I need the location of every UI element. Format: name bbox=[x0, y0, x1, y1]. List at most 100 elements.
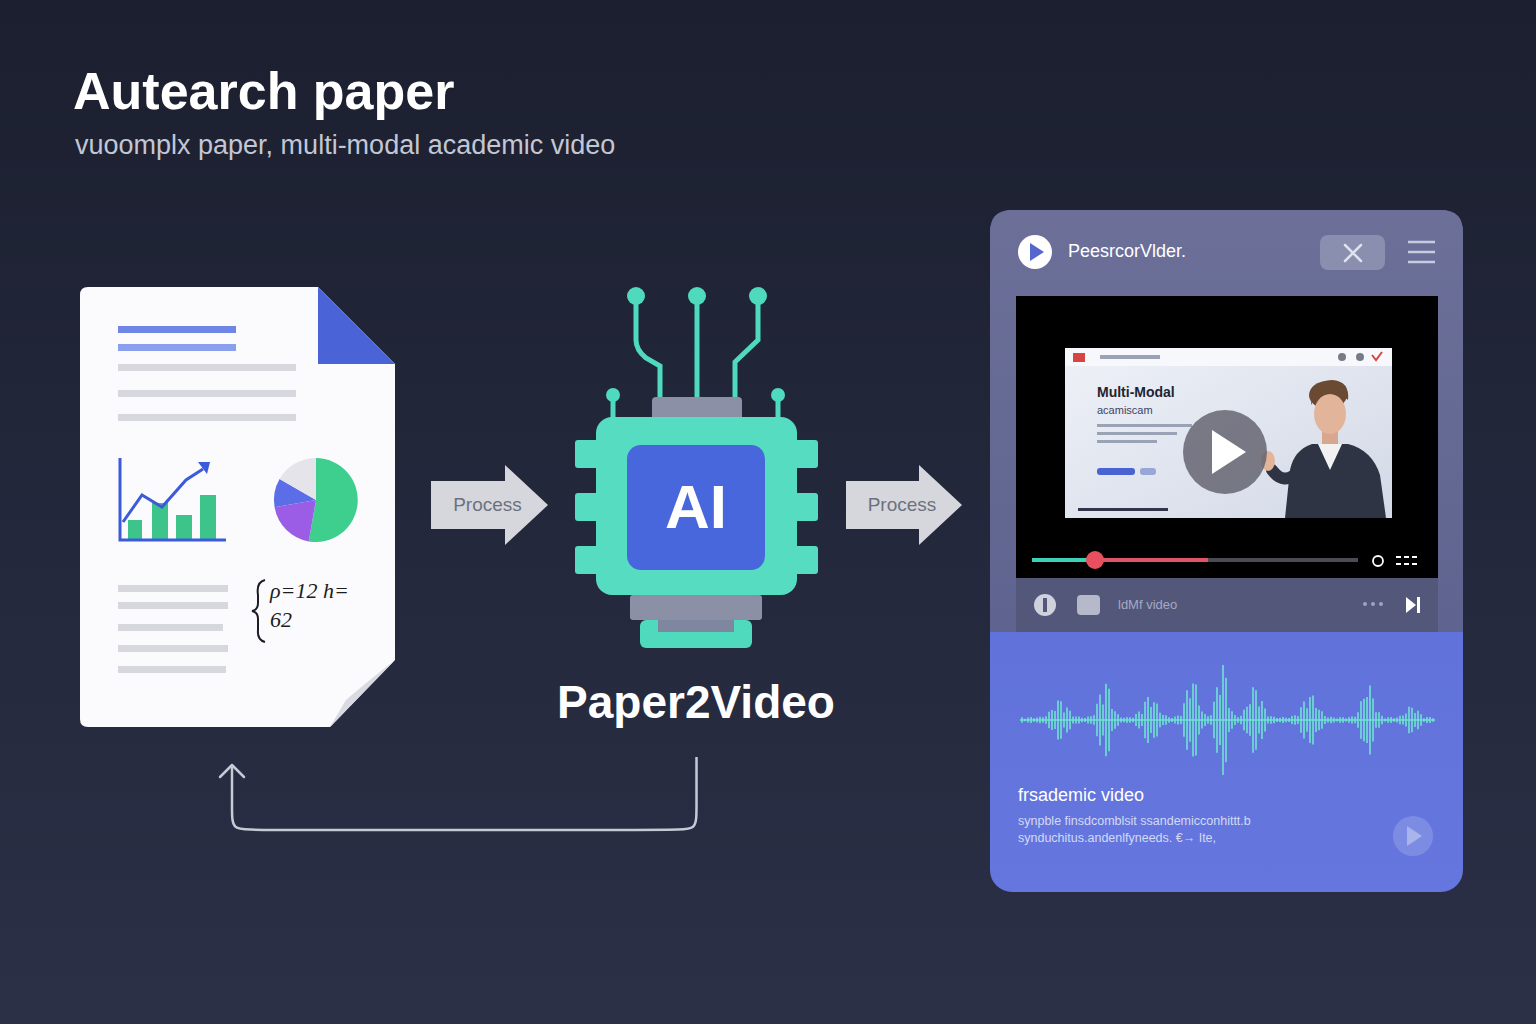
control-bar bbox=[1016, 578, 1438, 632]
chip-label: AI bbox=[665, 470, 727, 544]
equation: ρ=12 h= 62 bbox=[270, 577, 360, 634]
slide-icon bbox=[1338, 353, 1346, 361]
skip-icon bbox=[1406, 597, 1416, 613]
progress-track bbox=[1208, 558, 1358, 562]
video-description: synpble finsdcomblsit ssandemicconhittt.… bbox=[1018, 813, 1318, 847]
circuit-line bbox=[636, 305, 660, 397]
process-arrow bbox=[431, 465, 548, 545]
slide-pill bbox=[1140, 468, 1156, 475]
paper-curl bbox=[330, 660, 395, 727]
slide-icon bbox=[1372, 352, 1382, 360]
pie-slice bbox=[309, 458, 358, 542]
circuit-dot bbox=[688, 287, 706, 305]
control-dot bbox=[1379, 602, 1383, 606]
slide-line bbox=[1097, 432, 1177, 435]
progress-buffer bbox=[1095, 558, 1208, 562]
waveform-bars bbox=[1022, 665, 1433, 775]
control-dot bbox=[1363, 602, 1367, 606]
progress-played bbox=[1032, 558, 1095, 562]
slide-subtitle: acamiscam bbox=[1097, 404, 1153, 417]
text-line bbox=[118, 645, 228, 652]
slide-line bbox=[1097, 424, 1192, 427]
circuit-dot bbox=[606, 388, 620, 402]
control-dot bbox=[1371, 602, 1375, 606]
circuit-dot bbox=[771, 388, 785, 402]
paper-document: ρ=12 h= 62 bbox=[80, 287, 395, 727]
bar bbox=[128, 520, 142, 540]
close-button bbox=[1320, 235, 1385, 270]
bar-chart-icon bbox=[120, 458, 226, 540]
bar bbox=[152, 503, 168, 540]
bar bbox=[176, 515, 192, 540]
control-label: ldMf video bbox=[1118, 597, 1177, 613]
slide-line bbox=[1078, 508, 1168, 511]
text-line bbox=[118, 414, 296, 421]
faint-play-button bbox=[1393, 816, 1433, 856]
control-icon bbox=[1043, 598, 1047, 612]
pie-slice bbox=[275, 500, 316, 541]
presenter-figure bbox=[1261, 380, 1386, 518]
text-line bbox=[118, 585, 228, 592]
progress-knob bbox=[1086, 551, 1104, 569]
text-line bbox=[118, 624, 223, 631]
text-line bbox=[118, 666, 226, 673]
player-icon bbox=[1396, 557, 1418, 564]
shirt bbox=[1318, 444, 1342, 470]
bar bbox=[200, 495, 216, 540]
ai-chip-illustration bbox=[575, 287, 818, 648]
logo-play bbox=[1030, 243, 1044, 261]
slide-line bbox=[1097, 440, 1157, 443]
chip-core bbox=[627, 445, 765, 570]
video-player-panel: PeesrcorVlder.ldMf videofrsademic videos… bbox=[990, 210, 1463, 892]
chip-base bbox=[630, 595, 762, 620]
heading-line bbox=[118, 344, 236, 351]
slide-icon bbox=[1356, 353, 1364, 361]
text-line bbox=[118, 364, 296, 371]
page-title: Autearch paper bbox=[73, 60, 454, 122]
audio-waveform bbox=[1020, 665, 1435, 775]
jacket bbox=[1285, 444, 1386, 518]
video-screen bbox=[1016, 296, 1438, 578]
pie-slice bbox=[280, 458, 316, 500]
circuit-line bbox=[735, 305, 758, 397]
circuit-dot bbox=[749, 287, 767, 305]
slide-topbar bbox=[1065, 348, 1392, 366]
player-icon bbox=[1373, 556, 1383, 566]
video-panel-illustration bbox=[990, 210, 1463, 892]
equation-brace bbox=[252, 580, 265, 642]
video-slide: Multi-Modal acamiscam bbox=[1065, 348, 1392, 518]
chip-foot bbox=[640, 620, 752, 648]
hair bbox=[1311, 380, 1348, 405]
arm bbox=[1272, 470, 1298, 479]
chip-foot-inner bbox=[658, 620, 734, 632]
face bbox=[1314, 394, 1346, 434]
skip-icon bbox=[1417, 597, 1420, 613]
play-icon bbox=[1212, 430, 1246, 474]
node-heading: Paper2Video bbox=[557, 675, 835, 730]
paper-sheet bbox=[80, 287, 395, 727]
slide-url-line bbox=[1100, 355, 1160, 359]
logo-circle bbox=[1018, 235, 1052, 269]
app-name: PeesrcorVlder. bbox=[1068, 241, 1186, 263]
play-button bbox=[1183, 410, 1267, 494]
chart-axis bbox=[120, 458, 226, 540]
slide-background bbox=[1065, 348, 1392, 518]
panel-top bbox=[990, 210, 1463, 632]
control-icon bbox=[1077, 595, 1100, 615]
panel-body bbox=[990, 210, 1463, 892]
close-icon bbox=[1345, 245, 1361, 261]
circuit-dot bbox=[627, 287, 645, 305]
text-line bbox=[118, 602, 228, 609]
trend-arrow bbox=[198, 462, 210, 474]
circuit-line bbox=[695, 305, 700, 397]
circuit-lines bbox=[613, 305, 778, 420]
slide-icon bbox=[1073, 353, 1085, 362]
pie-chart-icon bbox=[274, 458, 358, 542]
process-arrow bbox=[846, 465, 962, 545]
paper-illustration bbox=[80, 287, 395, 727]
control-icon bbox=[1034, 594, 1056, 616]
slide-title: Multi-Modal bbox=[1097, 384, 1175, 401]
heading-line bbox=[118, 326, 236, 333]
